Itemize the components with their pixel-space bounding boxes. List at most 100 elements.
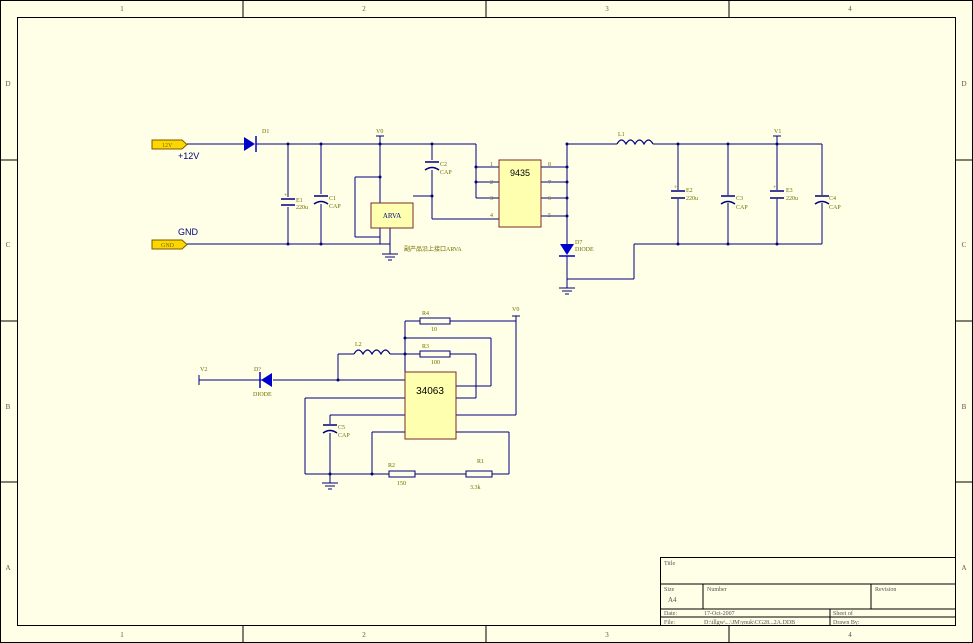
col-label-top-4: 4 [848,5,852,13]
port-gnd-label: GND [161,243,175,249]
r2-resistor-symbol [388,470,416,478]
l1-ref: L1 [618,132,625,138]
d1-ref: D1 [262,129,269,135]
row-label-left-c: C [6,241,11,249]
junction-dots [286,142,779,476]
r3-ref: R3 [422,344,429,350]
l1-inductor-symbol [616,139,654,146]
d2-val: DIODE [253,392,272,398]
ic-9435-pin-7: 7 [548,180,551,186]
c1-val: CAP [329,204,341,210]
r1-val: 3.3k [470,485,481,491]
file-value: D:\tllgw\...\JM\ynuk\CG28...2A.DDB [704,620,795,626]
arva-label: ARVA [383,212,401,220]
d7-val: DIODE [575,247,594,253]
r3-val: 100 [431,360,440,366]
e3-plus: + [773,185,777,191]
ic-9435 [498,159,542,228]
row-label-left-b: B [6,403,11,411]
c2-ref: C2 [440,162,447,168]
ic-9435-pin-3: 3 [490,196,493,202]
row-label-right-a: A [961,564,966,572]
r4-resistor-symbol [419,317,451,325]
revision-label: Revision [875,587,896,593]
r2-ref: R2 [388,463,395,469]
c5-capacitor-symbol [322,424,338,434]
c1-capacitor-symbol [313,195,329,205]
ground-symbol-top [382,253,398,261]
v1-ref: V1 [774,129,781,135]
date-label: Date: [664,611,677,617]
e2-capacitor-symbol [671,190,685,199]
port-12v-label: 12V [162,143,173,149]
c4-capacitor-symbol [814,195,830,205]
r2-val: 150 [397,481,406,487]
ic-9435-pin-8: 8 [548,162,551,168]
v2-ref: V2 [200,367,207,373]
c4-ref: C4 [829,196,836,202]
port-gnd [151,239,188,250]
ground-symbol-bottom [322,482,338,490]
row-label-right-d: D [961,80,966,88]
size-value: A4 [668,596,677,604]
r4-val: 10 [431,327,437,333]
l2-inductor-symbol [353,349,391,356]
d2-diode-symbol [261,373,272,387]
ic-34063-label: 34063 [416,386,444,397]
size-label: Size [664,587,675,593]
arva-block [370,202,414,229]
port-12v [151,139,188,150]
bottom-circuit-wires [199,316,517,483]
d7-diode-symbol [560,244,574,255]
e2-val: 220u [686,196,698,202]
file-label: File: [664,620,675,626]
row-label-left-d: D [5,80,10,88]
col-label-top-3: 3 [605,5,609,13]
ic-9435-pin-6: 6 [548,196,551,202]
e2-plus: + [674,185,678,191]
d7-ref: D7 [575,240,582,246]
drawn-by-label: Drawn By: [833,620,860,626]
d1-diode-symbol [244,137,255,151]
ic-9435-pin-2: 2 [490,180,493,186]
title-block [660,557,956,626]
sheet-label: Sheet of [833,610,853,617]
e1-val: 220u [296,205,308,211]
e1-plus: + [284,193,288,199]
col-label-top-2: 2 [362,5,366,13]
r1-ref: R1 [477,459,484,465]
c1-ref: C1 [329,196,336,202]
inner-border [17,17,956,626]
c3-val: CAP [736,205,748,211]
c4-val: CAP [829,205,841,211]
number-label: Number [707,587,727,593]
e3-ref: E3 [786,188,793,194]
ic-9435-pin-5: 5 [548,213,551,219]
e1-capacitor-symbol [281,198,295,206]
col-label-bottom-3: 3 [605,631,609,639]
row-label-right-b: B [962,403,967,411]
row-label-right-c: C [962,241,967,249]
c3-capacitor-symbol [720,195,736,205]
col-label-bottom-4: 4 [848,631,852,639]
l2-ref: L2 [355,342,362,348]
v0-bottom-ref: V0 [512,307,519,313]
date-value: 17-Oct-2007 [704,611,735,617]
arva-note: 副产品沿上接口ARVA [404,245,462,253]
col-label-bottom-1: 1 [120,631,124,639]
title-label: Title [664,561,675,567]
d2-ref: D? [254,367,261,373]
e3-val: 220u [786,196,798,202]
col-label-bottom-2: 2 [362,631,366,639]
net-label-12v: +12V [178,151,199,161]
e3-capacitor-symbol [770,190,784,199]
r3-resistor-symbol [419,350,451,358]
row-label-left-a: A [5,564,10,572]
v0-top-ref: V0 [376,129,383,135]
ic-9435-pin-4: 4 [490,213,493,219]
r4-ref: R4 [422,311,429,317]
ground-symbol-d7 [559,287,575,295]
e1-ref: E1 [296,198,303,204]
